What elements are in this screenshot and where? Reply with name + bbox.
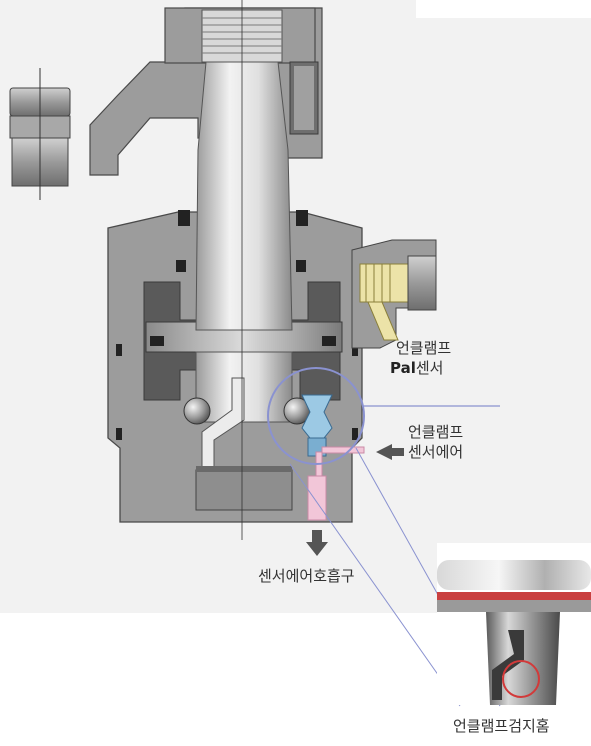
label-unclamp-sensor-air-line2: 센서에어 [408, 443, 464, 461]
label-unclamp-pal-sensor-line1: 언클램프 [396, 339, 452, 357]
seal-lower-left [116, 428, 122, 440]
seal-upper-right [296, 210, 308, 226]
seal-body-left [116, 344, 122, 356]
fitting-cap [407, 255, 437, 311]
arm-set-screw-face [294, 66, 314, 130]
bottom-sleeve-lip [196, 466, 292, 472]
fitting-passage [367, 301, 399, 341]
locking-ball-left [183, 397, 211, 425]
fitting-plug-threads [365, 264, 391, 302]
sensor-air-inlet [321, 446, 365, 454]
seal-body-right [352, 344, 358, 356]
ring-seal-right [322, 336, 336, 346]
fitting-plug [359, 263, 409, 303]
seal-upper-left [178, 210, 190, 226]
callout-circle [267, 367, 365, 465]
label-unclamp-sensor-air-line1: 언클램프 [408, 423, 464, 441]
ring-seal-left [150, 336, 164, 346]
detail-photo-groove [492, 630, 524, 700]
seal-mid-right [296, 260, 306, 272]
label-sensor-air-exhaust: 센서에어호흡구 [258, 567, 355, 585]
sensor-air-exhaust-port [307, 475, 327, 521]
detail-photo [437, 543, 591, 705]
label-pal-bold: Pal [390, 359, 416, 377]
arrow-down-icon [306, 530, 328, 556]
detail-photo-flange [437, 600, 591, 612]
label-unclamp-pal-sensor-line2: Pal센서 [390, 358, 443, 378]
sensor-air-channel-vertical [315, 451, 323, 479]
detail-leader-lower [289, 463, 461, 707]
arrow-left-icon [376, 444, 404, 460]
bottom-sleeve [195, 469, 293, 511]
detail-photo-disc [437, 560, 591, 590]
label-unclamp-detection-groove: 언클램프검지홈 [453, 717, 550, 735]
central-shaft [195, 61, 293, 331]
detail-photo-red-seal [437, 592, 591, 600]
detail-photo-highlight [502, 660, 540, 698]
label-pal-suffix: 센서 [415, 359, 444, 377]
seal-mid-left [176, 260, 186, 272]
seal-lower-right [352, 428, 358, 440]
